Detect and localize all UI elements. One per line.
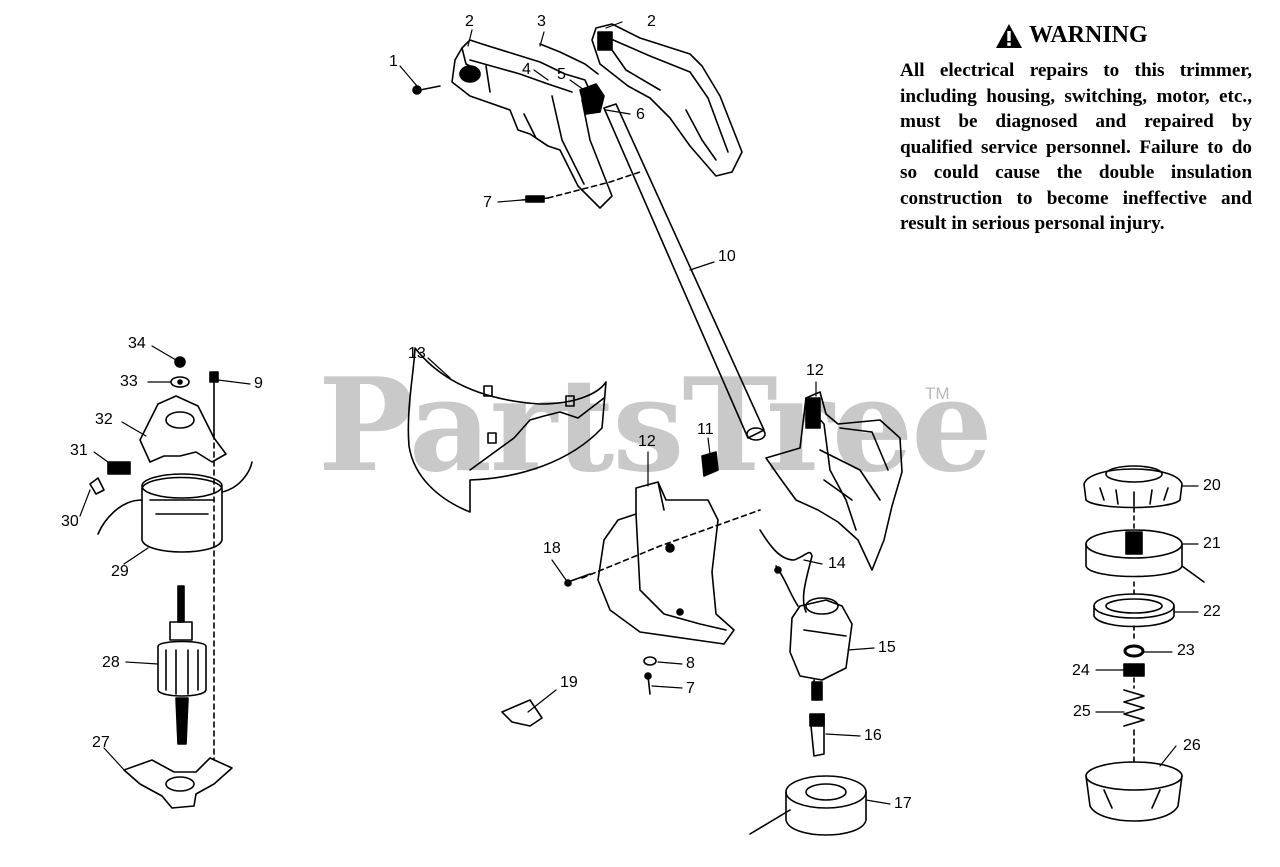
clip-11	[702, 452, 718, 476]
callout-label: 32	[95, 411, 113, 428]
nut-24	[1124, 664, 1144, 676]
bolt-9	[210, 372, 218, 760]
switch	[580, 84, 604, 114]
callout-label: 7	[686, 680, 695, 697]
screw-7-top	[522, 196, 548, 202]
spool-17	[750, 776, 866, 835]
callout-label: 17	[894, 795, 912, 812]
shaft-tube	[604, 104, 765, 440]
housing-26	[1086, 762, 1182, 821]
callout-label: 1	[389, 53, 398, 70]
bracket-32	[140, 396, 226, 462]
drive-shaft-16	[810, 714, 824, 756]
ring-22	[1094, 594, 1174, 627]
callout-label: 6	[636, 106, 645, 123]
cap-20	[1084, 466, 1182, 508]
callout-label: 8	[686, 655, 695, 672]
callout-label: 13	[408, 345, 426, 362]
armature-28	[158, 586, 206, 744]
callout-label: 33	[120, 373, 138, 390]
callout-label: 15	[878, 639, 896, 656]
callout-label: 30	[61, 513, 79, 530]
callout-label: 26	[1183, 737, 1201, 754]
warning-text: All electrical repairs to this trimmer, …	[900, 60, 1252, 234]
callout-label: 14	[828, 555, 846, 572]
callout-label: 20	[1203, 477, 1221, 494]
callout-label: 29	[111, 563, 129, 580]
callout-label: 31	[70, 442, 88, 459]
warning-heading: WARNING	[995, 22, 1148, 49]
leader-lines	[80, 22, 1198, 804]
callout-label: 28	[102, 654, 120, 671]
screw-1	[413, 86, 440, 94]
nut-8	[644, 657, 656, 665]
handle-left-half	[452, 40, 612, 208]
spool-21	[1086, 530, 1204, 582]
callout-label: 24	[1072, 662, 1090, 679]
callout-label: 7	[483, 194, 492, 211]
callout-label: 22	[1203, 603, 1221, 620]
callout-label: 18	[543, 540, 561, 557]
washer-23	[1125, 646, 1143, 656]
cord-wire	[540, 44, 598, 74]
brush-holder-31	[108, 462, 130, 474]
brush-30	[90, 478, 104, 494]
callout-label: 12	[806, 362, 824, 379]
nut-34	[175, 357, 185, 367]
callout-label: 2	[465, 13, 474, 30]
warning-triangle-icon	[996, 23, 1022, 48]
spring-25	[1124, 690, 1144, 766]
callout-label: 34	[128, 335, 146, 352]
warning-title: WARNING	[1029, 22, 1148, 48]
callout-label: 23	[1177, 642, 1195, 659]
washer-33	[171, 377, 189, 387]
motor-housing-left	[582, 482, 760, 644]
motor-15	[790, 598, 852, 700]
callout-label: 12	[638, 433, 656, 450]
screw-7-lower	[645, 673, 651, 694]
callout-label: 3	[537, 13, 546, 30]
callout-label: 25	[1073, 703, 1091, 720]
guard	[408, 348, 606, 512]
motor-housing-right	[766, 392, 902, 570]
callout-label: 4	[522, 61, 531, 78]
screw-18	[565, 574, 590, 586]
callout-label: 9	[254, 375, 263, 392]
bracket-19	[502, 700, 542, 726]
callout-label: 5	[557, 66, 566, 83]
callout-label: 16	[864, 727, 882, 744]
callout-label: 10	[718, 248, 736, 265]
handle-right-half	[592, 24, 742, 176]
motor-leads-14	[760, 530, 812, 612]
stator-29	[98, 462, 252, 552]
callout-label: 2	[647, 13, 656, 30]
callout-label: 11	[697, 421, 714, 438]
callout-label: 27	[92, 734, 110, 751]
callout-label: 21	[1203, 535, 1221, 552]
callout-label: 19	[560, 674, 578, 691]
end-bracket-27	[124, 758, 232, 808]
watermark-trademark: TM	[925, 384, 950, 403]
